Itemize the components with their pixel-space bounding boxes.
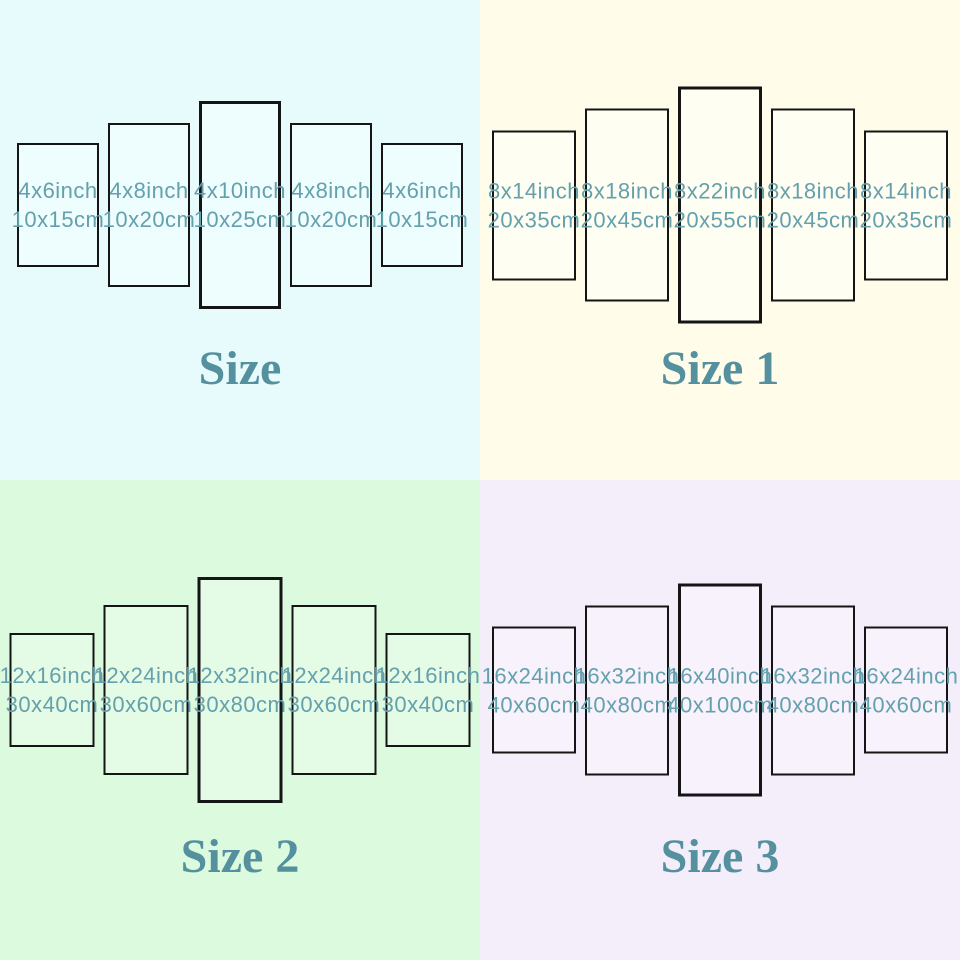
panel-size-label: 8x14inch 20x35cm: [488, 176, 581, 234]
panel-row: 16x24inch 40x60cm 16x32inch 40x80cm 16x4…: [482, 583, 958, 797]
panel-size-cm: 10x15cm: [11, 207, 105, 232]
panel-size-label: 4x8inch 10x20cm: [285, 176, 378, 234]
panel-size-label: 12x32inch 30x80cm: [188, 661, 293, 719]
panel-size-inch: 12x16inch: [0, 663, 105, 688]
panel-size-label: 8x22inch 20x55cm: [674, 176, 767, 234]
canvas-panel: 8x18inch 20x45cm: [767, 108, 859, 302]
panel-size-inch: 8x14inch: [859, 178, 953, 203]
panel-size-label: 16x32inch 40x80cm: [575, 661, 680, 719]
canvas-panel: 12x16inch 30x40cm: [0, 633, 104, 747]
canvas-panel: 12x16inch 30x40cm: [376, 633, 480, 747]
panel-size-cm: 10x20cm: [102, 207, 196, 232]
panel-size-cm: 40x100cm: [667, 692, 773, 717]
panel-size-inch: 8x18inch: [580, 178, 674, 203]
quadrant-title: Size: [198, 342, 282, 395]
panel-size-label: 4x10inch 10x25cm: [194, 176, 287, 234]
panel-size-label: 8x14inch 20x35cm: [860, 176, 953, 234]
canvas-panel: 12x24inch 30x60cm: [282, 605, 386, 775]
panel-size-inch: 4x6inch: [18, 178, 98, 203]
panel-size-cm: 30x60cm: [287, 692, 381, 717]
panel-size-cm: 20x35cm: [859, 207, 953, 232]
panel-size-cm: 20x45cm: [580, 207, 674, 232]
panel-size-label: 12x24inch 30x60cm: [282, 661, 387, 719]
panel-size-inch: 8x18inch: [766, 178, 860, 203]
panel-row: 12x16inch 30x40cm 12x24inch 30x60cm 12x3…: [0, 577, 480, 803]
quadrant-size-1: 8x14inch 20x35cm 8x18inch 20x45cm 8x22in…: [480, 0, 960, 480]
panel-row: 8x14inch 20x35cm 8x18inch 20x45cm 8x22in…: [488, 86, 952, 324]
quadrant-size: 4x6inch 10x15cm 4x8inch 10x20cm 4x10inch…: [0, 0, 480, 480]
canvas-panel: 16x32inch 40x80cm: [575, 605, 679, 775]
panel-size-label: 4x8inch 10x20cm: [103, 176, 196, 234]
panel-size-label: 16x24inch 40x60cm: [482, 661, 587, 719]
canvas-panel: 16x32inch 40x80cm: [761, 605, 865, 775]
panel-size-label: 16x40inch 40x100cm: [667, 661, 773, 719]
panel-size-label: 4x6inch 10x15cm: [376, 176, 469, 234]
quadrant-size-2: 12x16inch 30x40cm 12x24inch 30x60cm 12x3…: [0, 480, 480, 960]
canvas-panel: 8x14inch 20x35cm: [488, 130, 580, 280]
panel-size-inch: 12x24inch: [93, 663, 199, 688]
panel-size-label: 12x16inch 30x40cm: [376, 661, 480, 719]
panel-size-inch: 8x22inch: [673, 178, 767, 203]
canvas-panel: 8x22inch 20x55cm: [674, 86, 766, 324]
canvas-panel: 16x24inch 40x60cm: [482, 626, 586, 754]
panel-size-label: 12x24inch 30x60cm: [94, 661, 199, 719]
canvas-panel: 8x18inch 20x45cm: [581, 108, 673, 302]
panel-size-inch: 8x14inch: [487, 178, 581, 203]
panel-size-inch: 12x16inch: [375, 663, 480, 688]
panel-size-cm: 20x55cm: [673, 207, 767, 232]
panel-size-inch: 12x32inch: [187, 663, 293, 688]
canvas-panel: 4x6inch 10x15cm: [12, 143, 104, 267]
canvas-panel: 4x8inch 10x20cm: [285, 123, 377, 287]
panel-size-inch: 4x10inch: [193, 178, 287, 203]
panel-size-label: 16x24inch 40x60cm: [854, 661, 959, 719]
panel-size-cm: 10x15cm: [375, 207, 469, 232]
canvas-panel: 8x14inch 20x35cm: [860, 130, 952, 280]
panel-size-inch: 16x24inch: [853, 663, 959, 688]
panel-size-cm: 40x80cm: [580, 692, 674, 717]
panel-size-label: 8x18inch 20x45cm: [581, 176, 674, 234]
panel-size-cm: 20x45cm: [766, 207, 860, 232]
panel-size-inch: 4x8inch: [109, 178, 189, 203]
panel-size-label: 4x6inch 10x15cm: [12, 176, 105, 234]
panel-size-cm: 10x25cm: [193, 207, 287, 232]
canvas-panel: 16x40inch 40x100cm: [667, 583, 772, 797]
panel-size-cm: 30x60cm: [99, 692, 193, 717]
panel-size-inch: 16x32inch: [760, 663, 866, 688]
panel-size-cm: 30x40cm: [381, 692, 475, 717]
canvas-panel: 16x24inch 40x60cm: [854, 626, 958, 754]
panel-size-label: 12x16inch 30x40cm: [0, 661, 104, 719]
panel-size-cm: 10x20cm: [284, 207, 378, 232]
canvas-panel: 4x6inch 10x15cm: [376, 143, 468, 267]
panel-size-cm: 40x60cm: [859, 692, 953, 717]
panel-size-inch: 12x24inch: [281, 663, 387, 688]
panel-size-inch: 16x40inch: [667, 663, 773, 688]
canvas-panel: 12x32inch 30x80cm: [188, 577, 292, 803]
quadrant-size-3: 16x24inch 40x60cm 16x32inch 40x80cm 16x4…: [480, 480, 960, 960]
panel-size-inch: 4x6inch: [382, 178, 462, 203]
panel-size-cm: 30x80cm: [193, 692, 287, 717]
panel-size-cm: 40x60cm: [487, 692, 581, 717]
panel-row: 4x6inch 10x15cm 4x8inch 10x20cm 4x10inch…: [12, 101, 468, 309]
quadrant-title: Size 2: [180, 830, 300, 883]
panel-size-cm: 20x35cm: [487, 207, 581, 232]
panel-size-label: 16x32inch 40x80cm: [761, 661, 866, 719]
panel-size-cm: 30x40cm: [5, 692, 99, 717]
panel-size-cm: 40x80cm: [766, 692, 860, 717]
canvas-panel: 4x8inch 10x20cm: [103, 123, 195, 287]
quadrant-title: Size 1: [660, 342, 780, 395]
panel-size-inch: 4x8inch: [291, 178, 371, 203]
panel-size-inch: 16x24inch: [481, 663, 587, 688]
canvas-panel: 12x24inch 30x60cm: [94, 605, 198, 775]
panel-size-inch: 16x32inch: [574, 663, 680, 688]
canvas-panel: 4x10inch 10x25cm: [194, 101, 286, 309]
panel-size-label: 8x18inch 20x45cm: [767, 176, 860, 234]
quadrant-title: Size 3: [660, 830, 780, 883]
